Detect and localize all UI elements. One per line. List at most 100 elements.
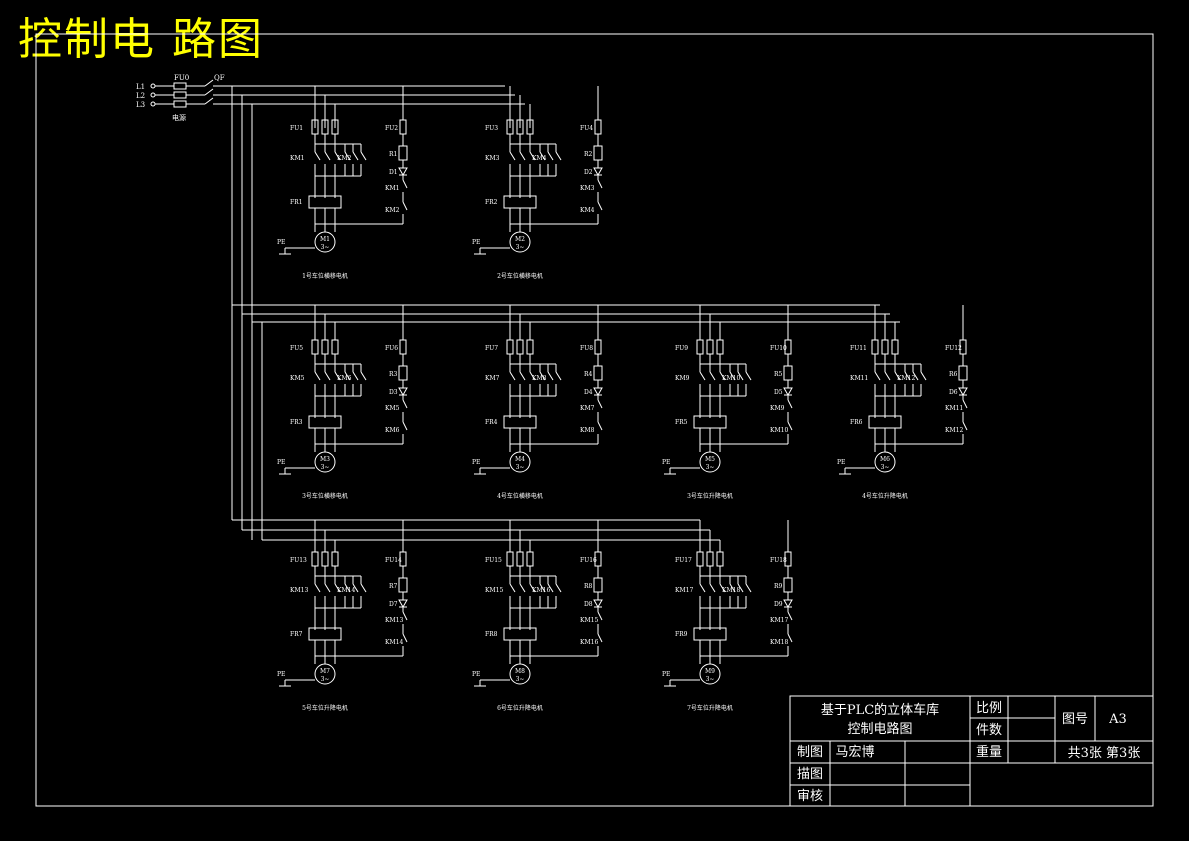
brake-fuse-label: FU4 — [580, 125, 593, 132]
contactor-contact — [547, 371, 554, 381]
diode-icon — [593, 599, 603, 609]
motor-icon — [314, 231, 336, 253]
diode-icon — [593, 387, 603, 397]
title-block — [789, 695, 1154, 807]
brake-coil-icon — [783, 577, 793, 593]
fuse-icon — [716, 551, 724, 567]
aux-contact — [402, 179, 408, 189]
main-fuse-label: FU7 — [485, 345, 498, 352]
fuse-icon — [321, 551, 329, 567]
diode-icon — [398, 599, 408, 609]
contactor-contact — [324, 583, 331, 593]
contactor-contact — [547, 583, 554, 593]
fuse-icon — [399, 339, 407, 355]
brake-coil-label: R9 — [774, 583, 783, 590]
aux-contact1-label: KM1 — [385, 185, 399, 192]
contactor-rev-label: KM12 — [897, 375, 915, 382]
terminal-icon — [150, 92, 156, 98]
motor-icon — [874, 451, 896, 473]
fuse-icon — [311, 339, 319, 355]
contactor-contact — [344, 583, 351, 593]
contactor-fwd-label: KM7 — [485, 375, 500, 382]
fuse-icon — [594, 119, 602, 135]
aux-contact2-label: KM14 — [385, 639, 403, 646]
brake-coil-icon — [593, 365, 603, 381]
contactor-contact — [519, 371, 526, 381]
switch-contact — [204, 97, 214, 105]
aux-contact — [787, 421, 793, 431]
motor-label: M4 — [515, 456, 525, 463]
contactor-fwd-label: KM5 — [290, 375, 305, 382]
motor-type-label: 3~ — [706, 464, 715, 471]
motor-caption: 3号车位横移电机 — [302, 492, 348, 500]
pe-label: PE — [472, 459, 480, 466]
motor-type-label: 3~ — [321, 244, 330, 251]
contactor-contact — [352, 151, 359, 161]
motor-label: M6 — [880, 456, 890, 463]
sheet-size: A3 — [1108, 712, 1127, 727]
aux-contact — [962, 421, 968, 431]
contactor-contact — [709, 371, 716, 381]
contactor-fwd-label: KM17 — [675, 587, 693, 594]
fuse-icon — [331, 339, 339, 355]
fuse-icon — [173, 91, 187, 99]
fuse-icon — [506, 551, 514, 567]
aux-contact — [402, 201, 408, 211]
aux-contact — [402, 421, 408, 431]
aux-contact — [597, 611, 603, 621]
contactor-contact — [360, 371, 367, 381]
terminal-icon — [150, 101, 156, 107]
fuse-icon — [594, 339, 602, 355]
aux-contact1-label: KM3 — [580, 185, 595, 192]
aux-contact — [787, 633, 793, 643]
drawing-number-label: 图号 — [1062, 712, 1088, 727]
aux-contact — [787, 611, 793, 621]
sheet-count: 共3张 第3张 — [1068, 746, 1141, 761]
brake-coil-label: R1 — [389, 151, 397, 158]
drawing-main-title: 控制电 路图 — [18, 14, 264, 65]
thermal-relay-label: FR5 — [675, 419, 688, 426]
motor-icon — [699, 451, 721, 473]
brake-fuse-label: FU10 — [770, 345, 787, 352]
main-fuse-label: FU5 — [290, 345, 303, 352]
contactor-contact — [352, 583, 359, 593]
contactor-rev-label: KM18 — [722, 587, 740, 594]
contactor-rev-label: KM16 — [532, 587, 550, 594]
drawn-by-label: 制图 — [797, 745, 823, 760]
motor-label: M8 — [515, 668, 525, 675]
main-fuse-label: FU11 — [850, 345, 867, 352]
aux-contact1-label: KM9 — [770, 405, 785, 412]
thermal-relay-label: FR7 — [290, 631, 303, 638]
supply-fuse-label: FU0 — [174, 74, 189, 82]
fuse-icon — [526, 551, 534, 567]
contactor-contact — [920, 371, 927, 381]
contactor-contact — [324, 151, 331, 161]
aux-contact — [597, 399, 603, 409]
brake-coil-icon — [398, 365, 408, 381]
motor-caption: 5号车位升降电机 — [302, 704, 348, 712]
pe-label: PE — [277, 671, 285, 678]
diode-icon — [783, 599, 793, 609]
main-fuse-label: FU15 — [485, 557, 502, 564]
fuse-icon — [696, 551, 704, 567]
diode-label: D2 — [584, 169, 593, 176]
aux-contact1-label: KM7 — [580, 405, 595, 412]
aux-contact — [597, 179, 603, 189]
thermal-relay-label: FR4 — [485, 419, 498, 426]
aux-contact2-label: KM12 — [945, 427, 963, 434]
brake-coil-label: R4 — [584, 371, 593, 378]
contactor-contact — [509, 371, 516, 381]
contactor-contact — [737, 371, 744, 381]
pe-label: PE — [277, 459, 285, 466]
aux-contact1-label: KM15 — [580, 617, 598, 624]
pe-label: PE — [472, 671, 480, 678]
contactor-contact — [539, 151, 546, 161]
diode-icon — [783, 387, 793, 397]
contactor-fwd-label: KM13 — [290, 587, 308, 594]
fuse-icon — [506, 339, 514, 355]
contactor-contact — [509, 151, 516, 161]
